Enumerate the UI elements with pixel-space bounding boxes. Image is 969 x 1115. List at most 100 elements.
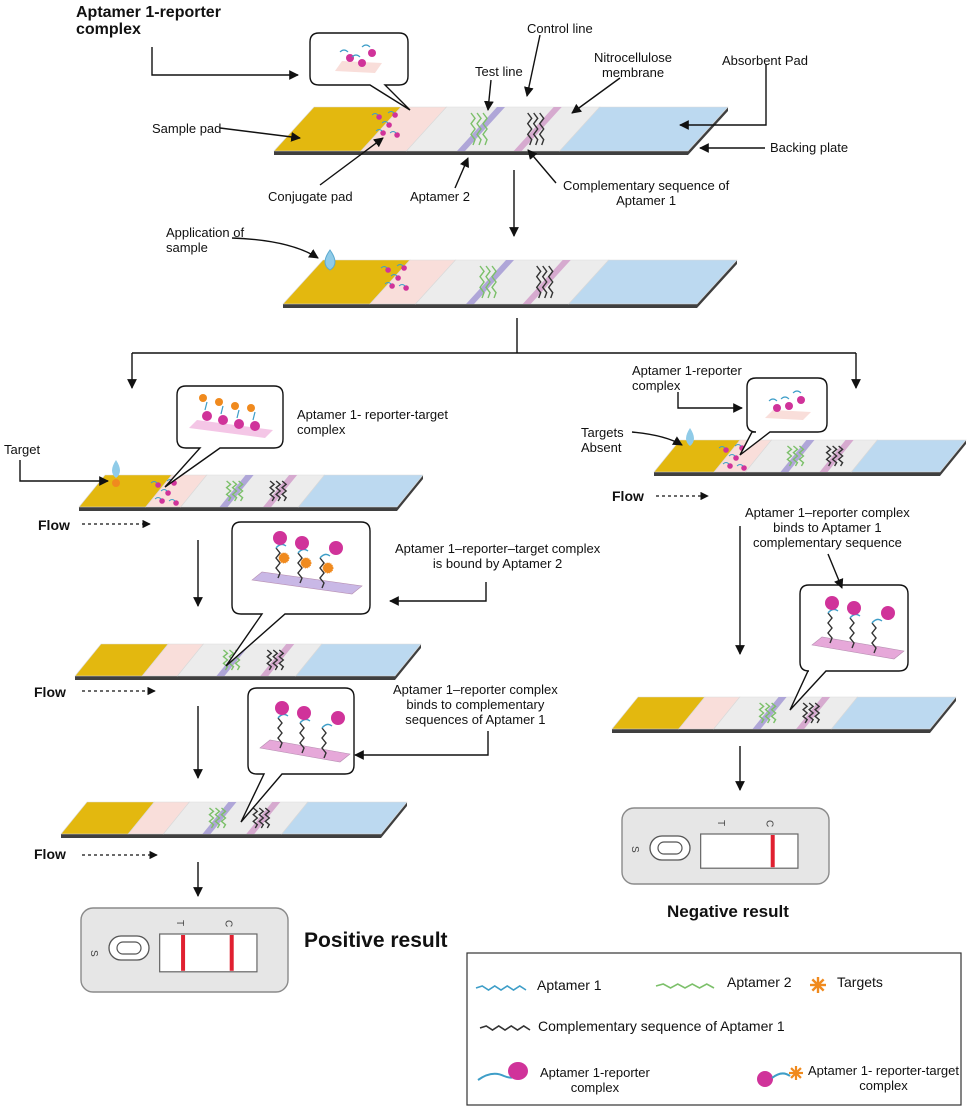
legend-target-swatch (810, 977, 826, 993)
control-result-line (229, 935, 234, 971)
complementary-strand (538, 112, 545, 146)
reporter-dot (727, 463, 733, 469)
aptamer1-strand (387, 111, 395, 114)
bound-strand (275, 547, 281, 579)
complementary-strand (532, 112, 539, 146)
legend-aptamer1-label: Aptamer 1 (537, 977, 602, 993)
reporter-dot (234, 419, 244, 429)
complementary-strand (275, 480, 282, 502)
application-strip (282, 259, 738, 308)
arrow-target (19, 460, 109, 486)
aptamer1-strand (390, 274, 398, 277)
legend-box (466, 952, 962, 1106)
aptamer2-strand (786, 445, 793, 467)
arrow-aptamer2 (454, 157, 469, 189)
complementary-strand (541, 265, 548, 299)
reporter-dot (881, 606, 895, 620)
arrow-targets-absent (631, 431, 683, 446)
arrow-conjugate-pad (319, 137, 384, 186)
legend-layer (466, 952, 962, 1106)
negative-result-label: Negative result (667, 902, 789, 921)
aptamer2-strand (479, 265, 485, 299)
reporter-dot (331, 711, 345, 725)
positive-s-label: S (88, 950, 99, 957)
reporter-dot (797, 396, 805, 404)
flow-label-1: Flow (38, 517, 70, 533)
sample-well (108, 935, 150, 961)
aptamer1-strand (361, 44, 371, 48)
aptamer1-strand (204, 401, 208, 411)
reporter-dot (389, 283, 395, 289)
aptamer2-strand (764, 702, 771, 724)
aptamer2-strand (220, 807, 227, 829)
bound-strand (297, 552, 303, 584)
top-callout (309, 32, 411, 111)
bound-strand (321, 727, 327, 759)
result-window (159, 933, 258, 973)
aptamer2-strand (231, 480, 238, 502)
arrow-binds-complementary (354, 731, 489, 760)
pad-slab (765, 410, 811, 420)
positive-t-label: T (174, 920, 185, 926)
bound-aptamer2-callout (225, 521, 371, 667)
absorbent-pad (830, 696, 957, 730)
complementary-strand (547, 265, 554, 299)
aptamer2-strand (482, 112, 488, 146)
complementary-strand (802, 702, 809, 724)
pos-strip-2 (74, 643, 422, 680)
reporter-dot (394, 132, 400, 138)
aptamer1-strand (160, 489, 168, 492)
negative-c-label: C (764, 820, 775, 827)
arrow-complementary (527, 149, 557, 184)
reporter-dot (358, 59, 366, 67)
aptamer2-strand (758, 702, 765, 724)
target-dot (231, 402, 239, 410)
bound-strand (277, 717, 283, 749)
arrow-control-line (524, 34, 541, 97)
target-dot (215, 398, 223, 406)
neg-binds-callout (789, 584, 909, 711)
result-window (700, 833, 799, 869)
arrows-layer (19, 34, 861, 897)
aptamer1-strand (220, 405, 224, 415)
aptamer2-strand (222, 649, 229, 671)
target-on-strip (112, 479, 120, 487)
aptamer2-strand (214, 807, 221, 829)
legend-aptamer2-label: Aptamer 2 (727, 974, 792, 990)
complementary-strand (252, 807, 259, 829)
pad-slab (189, 420, 273, 438)
aptamer1-strand (396, 264, 404, 267)
aptamer2-strand (485, 265, 491, 299)
top-strip (273, 106, 729, 155)
reporter-dot (376, 114, 382, 120)
aptamer1-strand (252, 411, 256, 421)
aptamer1-strand (780, 396, 790, 400)
aptamer1-strand (150, 481, 158, 484)
branch-line (132, 318, 856, 354)
target-dot (322, 562, 334, 574)
complementary-strand (266, 649, 273, 671)
reporter-dot (155, 482, 161, 488)
aptamer2-strand (798, 445, 805, 467)
backing-plate (612, 697, 956, 733)
target-label: Target (4, 442, 41, 457)
aptamer2-strand (470, 112, 476, 146)
aptamer1-strand (319, 553, 331, 559)
reporter-dot (329, 541, 343, 555)
reporter-dot (395, 275, 401, 281)
aptamer1-strand (722, 462, 730, 465)
flow-label-3: Flow (34, 846, 66, 862)
sample-pad-label: Sample pad (152, 121, 222, 136)
aptamer1-strand (768, 398, 778, 402)
bound-strand (827, 612, 833, 644)
binds-complementary-callout (240, 687, 355, 823)
backing-plate (75, 644, 421, 680)
absorbent-pad (850, 439, 967, 473)
